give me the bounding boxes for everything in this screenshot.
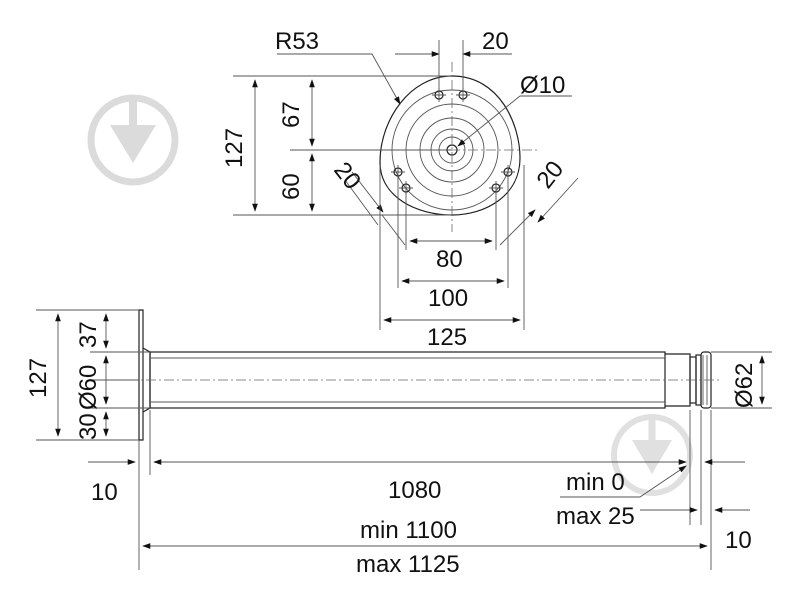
label-flange-top: 37 bbox=[75, 321, 102, 348]
download-icon bbox=[87, 94, 179, 186]
label-foot-thickness: 10 bbox=[725, 527, 752, 554]
label-hole-spacing-top: 20 bbox=[482, 28, 509, 55]
label-pipe-length: 1080 bbox=[388, 477, 441, 504]
label-adjust-min: min 0 bbox=[566, 469, 625, 496]
label-center-hole: Ø10 bbox=[520, 72, 565, 99]
label-pipe-diameter-left: Ø60 bbox=[75, 365, 102, 410]
label-flange-thickness: 10 bbox=[91, 479, 118, 506]
label-height-lower: 60 bbox=[278, 173, 305, 200]
side-view: 127 37 Ø60 30 Ø62 10 1080 min 0 max 25 1… bbox=[25, 309, 772, 578]
flange-plate bbox=[138, 309, 144, 441]
label-height-upper: 67 bbox=[278, 101, 305, 128]
label-pipe-diameter-right: Ø62 bbox=[731, 363, 758, 408]
label-width-inner: 100 bbox=[428, 285, 468, 312]
download-icon bbox=[611, 414, 693, 496]
label-height-total: 127 bbox=[221, 128, 248, 168]
label-width-holes: 80 bbox=[436, 246, 463, 273]
label-hole-offset-left: 20 bbox=[328, 157, 366, 195]
label-width-outer: 125 bbox=[427, 324, 467, 351]
label-flange-height: 127 bbox=[25, 358, 52, 398]
label-flange-bottom: 30 bbox=[75, 413, 102, 440]
label-hole-offset-right: 20 bbox=[531, 156, 569, 194]
label-total-max: max 1125 bbox=[356, 551, 460, 578]
plan-view: R53 20 Ø10 127 67 60 20 20 80 100 125 bbox=[221, 28, 579, 351]
label-radius: R53 bbox=[275, 28, 319, 55]
label-adjust-max: max 25 bbox=[556, 503, 635, 530]
label-total-min: min 1100 bbox=[360, 517, 457, 544]
